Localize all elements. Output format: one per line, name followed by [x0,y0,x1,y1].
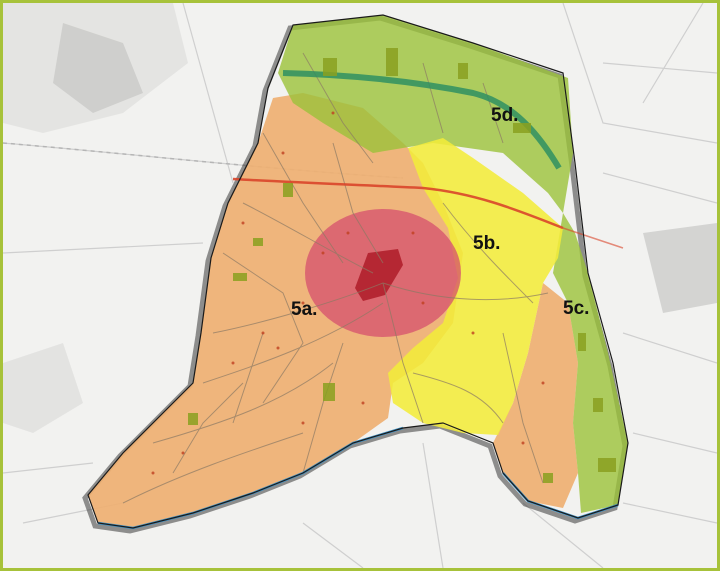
green-patches [188,48,616,483]
zone-label-5d: 5d. [491,105,519,126]
main-road-green [282,70,562,170]
zone-5c[interactable] [553,213,628,513]
main-road-red [232,177,564,230]
zone-label-5a: 5a. [291,299,318,320]
zone-label-5c: 5c. [563,298,590,319]
building-dots [151,111,545,475]
map-canvas[interactable] [3,3,717,568]
base-zone-east[interactable] [493,283,578,508]
minor-roads [122,52,549,504]
historic-core[interactable] [355,249,403,301]
main-road-red-east [562,227,624,249]
municipal-boundary [87,14,629,529]
zone-label-5b: 5b. [473,233,501,254]
base-zone[interactable] [88,93,463,528]
zone-5d[interactable] [278,15,573,213]
